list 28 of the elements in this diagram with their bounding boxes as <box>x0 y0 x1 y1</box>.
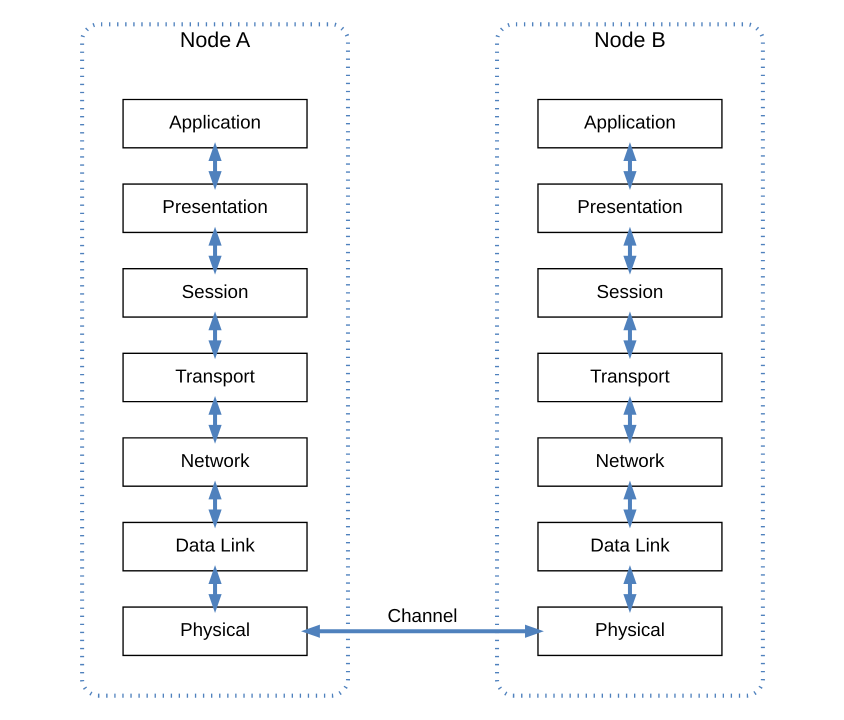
node-box: Network <box>536 437 722 487</box>
arrow <box>208 226 222 275</box>
edge-label: Channel <box>387 605 457 626</box>
arrow <box>622 480 636 528</box>
arrow <box>622 311 636 360</box>
arrow <box>208 480 222 528</box>
arrow <box>208 396 222 444</box>
node-box: Physical <box>122 606 308 656</box>
node-box: Session <box>536 268 722 318</box>
node-box: Application <box>122 98 308 149</box>
arrow <box>208 311 222 360</box>
arrow <box>622 142 636 190</box>
arrow <box>208 142 222 190</box>
node-box: Data Link <box>122 522 308 572</box>
node-box: Presentation <box>122 183 308 234</box>
arrow <box>300 624 544 638</box>
node-box: Physical <box>536 606 722 656</box>
node-box: Session <box>122 268 308 318</box>
arrow <box>622 396 636 444</box>
node-box: Presentation <box>536 183 722 234</box>
node-box: Network <box>122 437 308 487</box>
node-box: Transport <box>536 352 722 402</box>
node-box: Data Link <box>536 522 722 572</box>
arrow <box>208 565 222 613</box>
arrow <box>622 226 636 275</box>
arrow <box>622 565 636 613</box>
node-box: Application <box>536 98 722 149</box>
node-box: Transport <box>122 352 308 402</box>
